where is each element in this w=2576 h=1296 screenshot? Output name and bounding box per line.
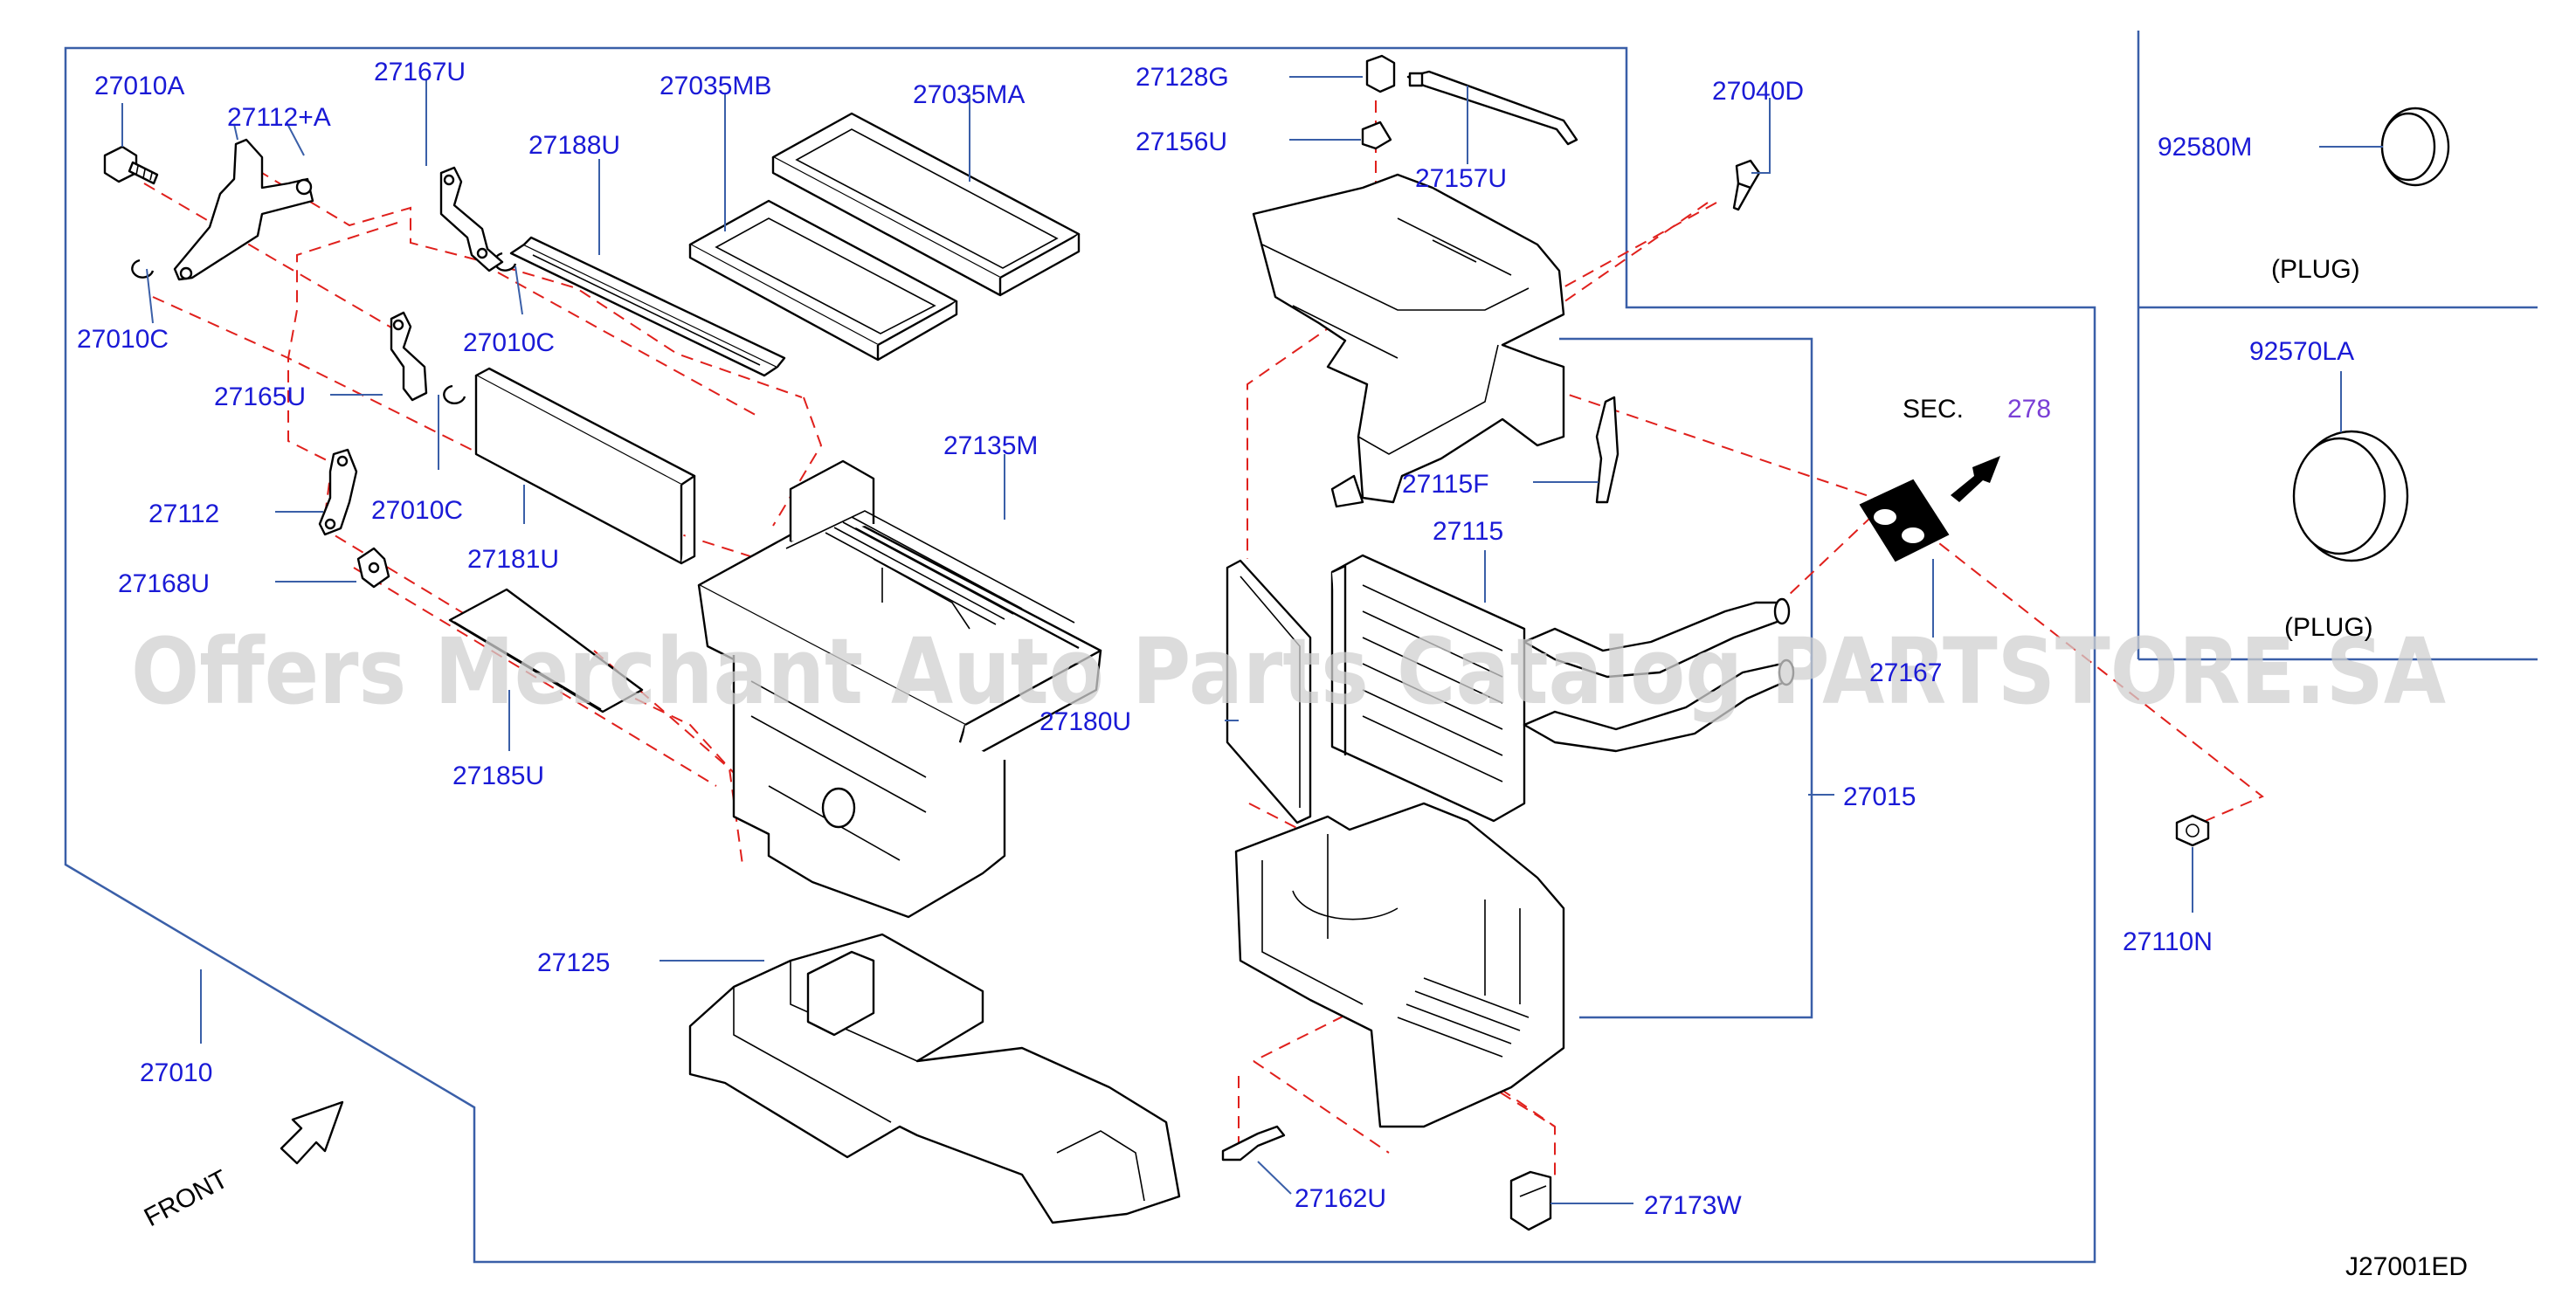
part-label-27167[interactable]: 27167	[1869, 658, 1942, 687]
watermark-text: Offers Merchant Auto Parts Catalog PARTS…	[131, 618, 2446, 725]
part-label-27015[interactable]: 27015	[1843, 782, 1916, 811]
part-label-27110n[interactable]: 27110N	[2123, 927, 2213, 956]
part-label-27010a[interactable]: 27010A	[94, 72, 184, 100]
plug-92580m-icon	[2380, 107, 2450, 187]
clip-27168u-icon	[356, 547, 390, 589]
clip-27156u-icon	[1361, 121, 1392, 150]
clip-27173w-icon	[1509, 1170, 1552, 1231]
part-label-27180u[interactable]: 27180U	[1039, 707, 1131, 736]
part-label-27010c-lower[interactable]: 27010C	[371, 496, 463, 525]
part-label-27035ma[interactable]: 27035MA	[913, 80, 1025, 109]
part-label-27040d[interactable]: 27040D	[1712, 77, 1804, 106]
part-label-27165u[interactable]: 27165U	[214, 383, 306, 411]
lever-27165u-icon	[390, 311, 428, 402]
frame-27035ma-icon	[771, 112, 1081, 297]
diagram-frames	[64, 31, 2538, 1264]
duct-27125-icon	[688, 933, 1181, 1224]
section-prefix: SEC.	[1903, 395, 1964, 424]
part-label-27135m[interactable]: 27135M	[943, 431, 1038, 460]
part-label-92570la[interactable]: 92570LA	[2249, 337, 2354, 366]
seal-27035mb-icon	[688, 199, 958, 362]
part-label-27010c-left[interactable]: 27010C	[77, 325, 169, 354]
drawing-code: J27001ED	[2345, 1252, 2468, 1281]
part-illustrations	[103, 54, 2450, 1231]
part-label-27112-a[interactable]: 27112+A	[227, 103, 331, 132]
clip-27010c-icon	[131, 252, 517, 404]
gasket-27167-icon	[1859, 479, 1950, 562]
part-label-27173w[interactable]: 27173W	[1644, 1191, 1742, 1220]
front-arrow-icon	[280, 1100, 344, 1165]
part-label-27128g[interactable]: 27128G	[1136, 63, 1229, 92]
part-label-27188u[interactable]: 27188U	[528, 131, 620, 160]
bracket-27162u-icon	[1221, 1125, 1286, 1162]
plug-label-upper: (PLUG)	[2271, 255, 2360, 284]
part-label-27115f[interactable]: 27115F	[1402, 470, 1489, 499]
screw-27010a-icon	[103, 145, 159, 185]
part-label-27185u[interactable]: 27185U	[452, 762, 544, 790]
part-label-27181u[interactable]: 27181U	[467, 545, 559, 574]
part-label-27162u[interactable]: 27162U	[1295, 1184, 1386, 1213]
heater-core-group-frame	[1559, 337, 1813, 1019]
heater-core-27115-icon	[1330, 554, 1795, 823]
part-label-27125[interactable]: 27125	[537, 948, 610, 977]
part-label-27168u[interactable]: 27168U	[118, 569, 210, 598]
part-number-labels: 27010A 27112+A 27167U 27035MB 27035MA 27…	[77, 58, 2354, 1220]
section-reference-link[interactable]: 278	[2007, 395, 2051, 424]
lever-27167u-icon	[439, 166, 504, 272]
plug-label-lower: (PLUG)	[2284, 613, 2373, 642]
rod-27157u-icon	[1406, 70, 1578, 146]
case-upper-27015-icon	[1252, 173, 1565, 508]
part-label-27010c-upper[interactable]: 27010C	[463, 328, 555, 357]
part-label-27112[interactable]: 27112	[148, 500, 219, 528]
filter-27181u-icon	[474, 367, 696, 565]
assembly-guide-lines	[143, 100, 2264, 1179]
part-label-92580m[interactable]: 92580M	[2158, 133, 2252, 162]
bracket-27112a-icon	[173, 138, 314, 281]
plug-panel-divider	[2137, 31, 2538, 661]
sensor-27128g-icon	[1365, 54, 1396, 93]
clip-27115f-icon	[1595, 396, 1619, 504]
part-label-27157u[interactable]: 27157U	[1415, 164, 1507, 193]
nut-27110n-icon	[2175, 814, 2210, 847]
gasket-27180u-icon	[1226, 559, 1312, 824]
part-label-27156u[interactable]: 27156U	[1136, 128, 1227, 156]
section-arrow-icon	[1951, 456, 2000, 502]
filter-27185u-icon	[448, 588, 644, 713]
case-lower-27015-icon	[1234, 802, 1565, 1128]
front-direction-label: FRONT	[140, 1165, 233, 1233]
part-label-27167u[interactable]: 27167U	[374, 58, 466, 86]
plug-92570la-icon	[2292, 430, 2409, 562]
screw-27040d-icon	[1732, 159, 1761, 211]
leader-lines	[121, 76, 2383, 1204]
main-assembly-frame	[64, 46, 2096, 1264]
part-label-27035mb[interactable]: 27035MB	[660, 72, 771, 100]
part-label-27115[interactable]: 27115	[1433, 517, 1503, 546]
case-27135m-icon	[697, 459, 1102, 919]
part-label-27010[interactable]: 27010	[140, 1058, 212, 1087]
seal-27188u-icon	[509, 236, 786, 377]
link-27112-icon	[318, 448, 358, 536]
